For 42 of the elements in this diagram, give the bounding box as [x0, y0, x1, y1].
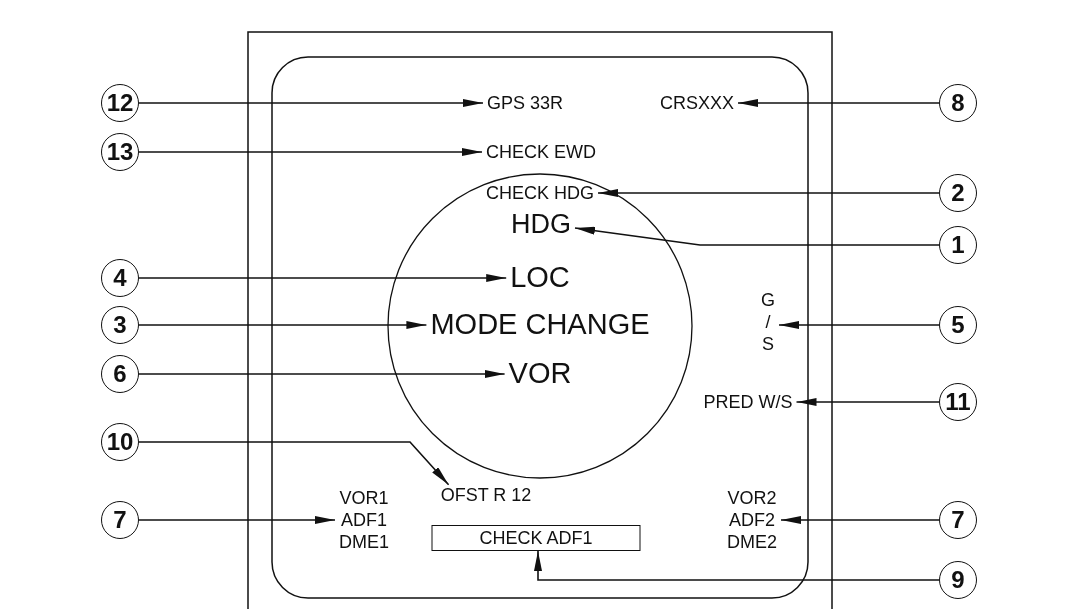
display-message: VOR1 ADF1 DME1: [335, 487, 393, 553]
display-message: CHECK EWD: [482, 141, 600, 163]
leader-arrow: [138, 441, 450, 486]
display-message: CRSXXX: [656, 92, 738, 114]
leader-arrow: [780, 516, 940, 524]
leader-arrow: [737, 99, 940, 107]
display-message: OFST R 12: [436, 484, 536, 506]
callout-number: 10: [101, 423, 139, 461]
callout-number: 11: [939, 383, 977, 421]
message-box: CHECK ADF1: [431, 525, 641, 551]
display-message: LOC: [506, 261, 574, 295]
callout-number: 6: [101, 355, 139, 393]
callout-number: 3: [101, 306, 139, 344]
leader-arrow: [597, 189, 940, 197]
display-message: HDG: [507, 209, 575, 241]
display-message: VOR2 ADF2 DME2: [723, 487, 781, 553]
leader-arrow: [795, 398, 940, 406]
display-message: G / S: [757, 289, 779, 355]
callout-number: 1: [939, 226, 977, 264]
leader-arrow: [138, 274, 507, 282]
leader-arrow: [534, 550, 940, 581]
callout-number: 2: [939, 174, 977, 212]
display-message: PRED W/S: [699, 391, 797, 413]
callout-number: 8: [939, 84, 977, 122]
display-message: GPS 33R: [483, 92, 567, 114]
display-message: MODE CHANGE: [426, 308, 654, 342]
leader-arrow: [138, 321, 428, 329]
leader-arrow: [138, 148, 483, 156]
callout-number: 4: [101, 259, 139, 297]
display-message: CHECK HDG: [482, 182, 598, 204]
leader-arrow: [778, 321, 940, 329]
display-message: VOR: [504, 357, 576, 391]
callout-number: 5: [939, 306, 977, 344]
leader-arrow: [574, 226, 940, 246]
leader-arrow: [138, 99, 484, 107]
callout-number: 7: [101, 501, 139, 539]
callout-number: 13: [101, 133, 139, 171]
leader-arrow: [138, 516, 336, 524]
callout-number: 12: [101, 84, 139, 122]
leader-arrow: [138, 370, 506, 378]
callout-number: 9: [939, 561, 977, 599]
callout-number: 7: [939, 501, 977, 539]
